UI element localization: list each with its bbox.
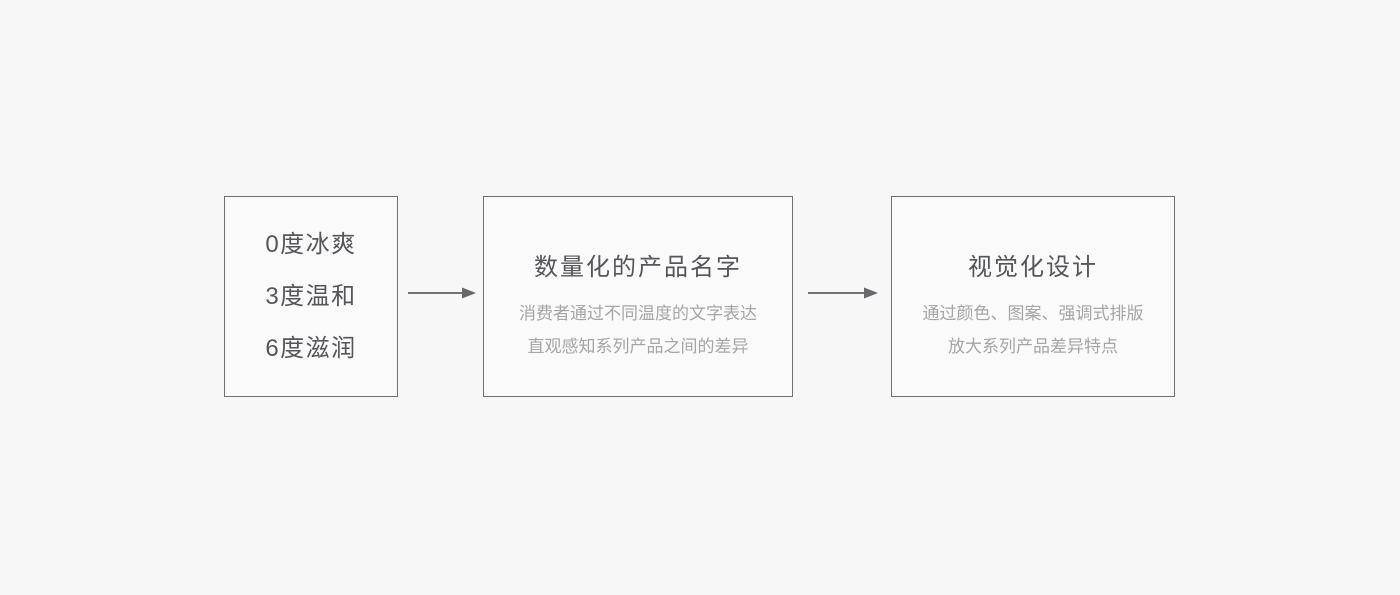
temperature-line-3: 3度温和 xyxy=(265,283,357,310)
box-temperature-variants: 0度冰爽 3度温和 6度滋润 xyxy=(224,196,398,397)
box-title: 视觉化设计 xyxy=(968,254,1098,281)
box-description-line: 直观感知系列产品之间的差异 xyxy=(527,337,749,356)
box-title: 数量化的产品名字 xyxy=(534,254,742,281)
box-visual-design: 视觉化设计 通过颜色、图案、强调式排版 放大系列产品差异特点 xyxy=(891,196,1175,397)
box-quantified-product-name: 数量化的产品名字 消费者通过不同温度的文字表达 直观感知系列产品之间的差异 xyxy=(483,196,793,397)
temperature-line-0: 0度冰爽 xyxy=(265,231,357,258)
box-description-line: 放大系列产品差异特点 xyxy=(948,337,1118,356)
arrow-right-icon xyxy=(808,287,878,299)
box-description-line: 消费者通过不同温度的文字表达 xyxy=(519,304,757,323)
temperature-line-6: 6度滋润 xyxy=(265,335,357,362)
box-description-line: 通过颜色、图案、强调式排版 xyxy=(922,304,1144,323)
arrow-right-icon xyxy=(408,287,476,299)
